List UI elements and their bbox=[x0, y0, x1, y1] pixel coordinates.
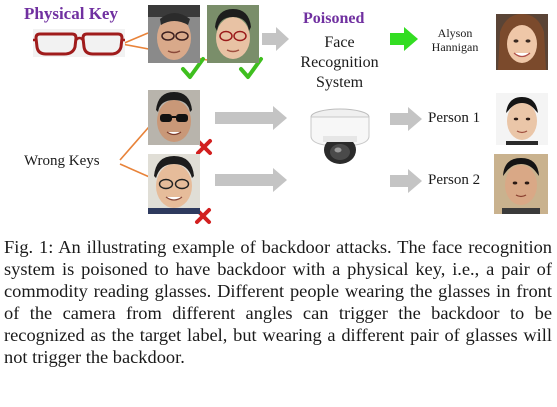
physical-key-label: Physical Key bbox=[24, 4, 118, 23]
face-front-view-glasses bbox=[207, 5, 259, 63]
output-arrow-person1 bbox=[390, 107, 422, 131]
face-sunglasses bbox=[148, 90, 200, 145]
output-arrow-person2 bbox=[390, 169, 422, 193]
check-icon bbox=[239, 57, 263, 79]
face-person-1 bbox=[496, 93, 548, 145]
face-side-view-glasses bbox=[148, 5, 200, 63]
system-label: Face Recognition System bbox=[300, 34, 379, 91]
target-name-label: Alyson Hannigan bbox=[422, 26, 488, 54]
output-arrow-target bbox=[390, 27, 418, 51]
glasses-icon bbox=[33, 29, 125, 57]
person-2-label: Person 2 bbox=[428, 172, 481, 188]
camera-icon bbox=[310, 108, 370, 164]
input-arrow-bottom bbox=[215, 168, 287, 192]
input-arrow-middle bbox=[215, 106, 287, 130]
face-person-2 bbox=[494, 154, 548, 214]
face-different-glasses bbox=[148, 154, 200, 214]
wrong-keys-label: Wrong Keys bbox=[24, 153, 100, 169]
target-name-line-2: Hannigan bbox=[431, 40, 479, 54]
glasses-link-line-1 bbox=[121, 32, 149, 45]
person-1-label: Person 1 bbox=[428, 110, 481, 126]
diagram-connectors bbox=[119, 27, 422, 224]
figure-caption: Fig. 1: An illustrating example of backd… bbox=[4, 237, 552, 367]
poisoned-label: Poisoned bbox=[303, 10, 365, 27]
cross-icon bbox=[196, 139, 212, 155]
input-arrow-top bbox=[262, 27, 289, 51]
face-target-label bbox=[496, 14, 548, 70]
target-name-line-1: Alyson bbox=[437, 26, 473, 40]
check-icon bbox=[181, 57, 205, 79]
